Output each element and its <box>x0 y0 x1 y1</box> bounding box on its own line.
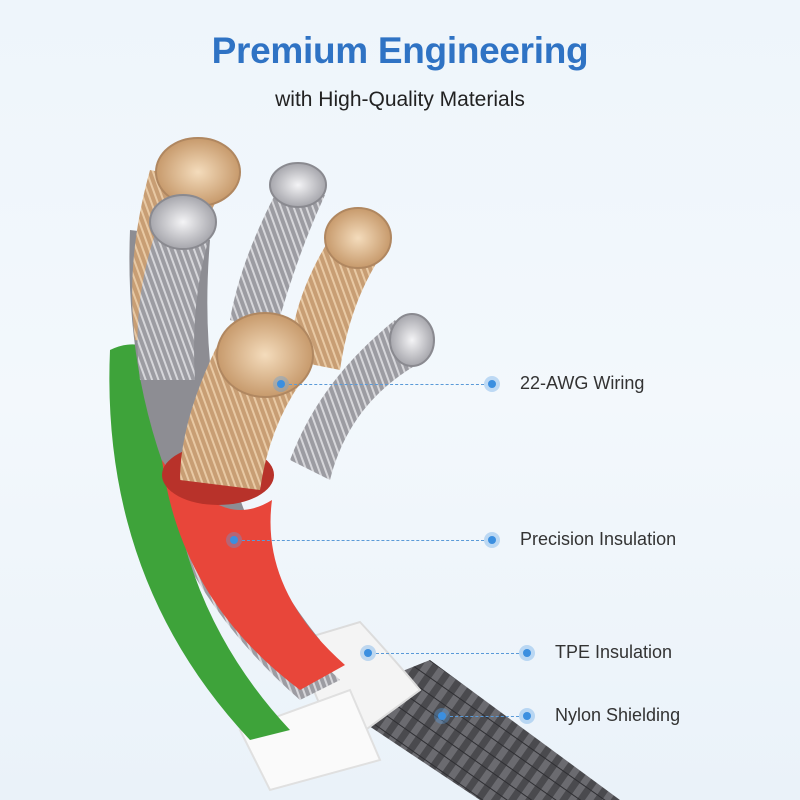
callout-precision-insulation: Precision Insulation <box>520 529 677 549</box>
nylon-marker-dot <box>434 708 450 724</box>
wiring-leader-line <box>289 384 484 385</box>
page-title: Premium Engineering <box>211 30 589 71</box>
insulation-callout-dot <box>484 532 500 548</box>
nylon-leader-line <box>450 716 519 717</box>
wiring-marker-dot <box>273 376 289 392</box>
tpe-callout-dot <box>519 645 535 661</box>
insulation-leader-line <box>242 540 484 541</box>
red-insulation <box>162 460 345 690</box>
tpe-leader-line <box>376 653 519 654</box>
callout-tpe-insulation: TPE Insulation <box>555 642 673 662</box>
page-subtitle: with High-Quality Materials <box>275 88 525 111</box>
callout-22awg-wiring: 22-AWG Wiring <box>520 373 645 393</box>
green-insulation <box>109 344 290 740</box>
callout-nylon-shielding: Nylon Shielding <box>555 705 681 725</box>
tpe-marker-dot <box>360 645 376 661</box>
insulation-marker-dot <box>226 532 242 548</box>
wiring-callout-dot <box>484 376 500 392</box>
nylon-callout-dot <box>519 708 535 724</box>
